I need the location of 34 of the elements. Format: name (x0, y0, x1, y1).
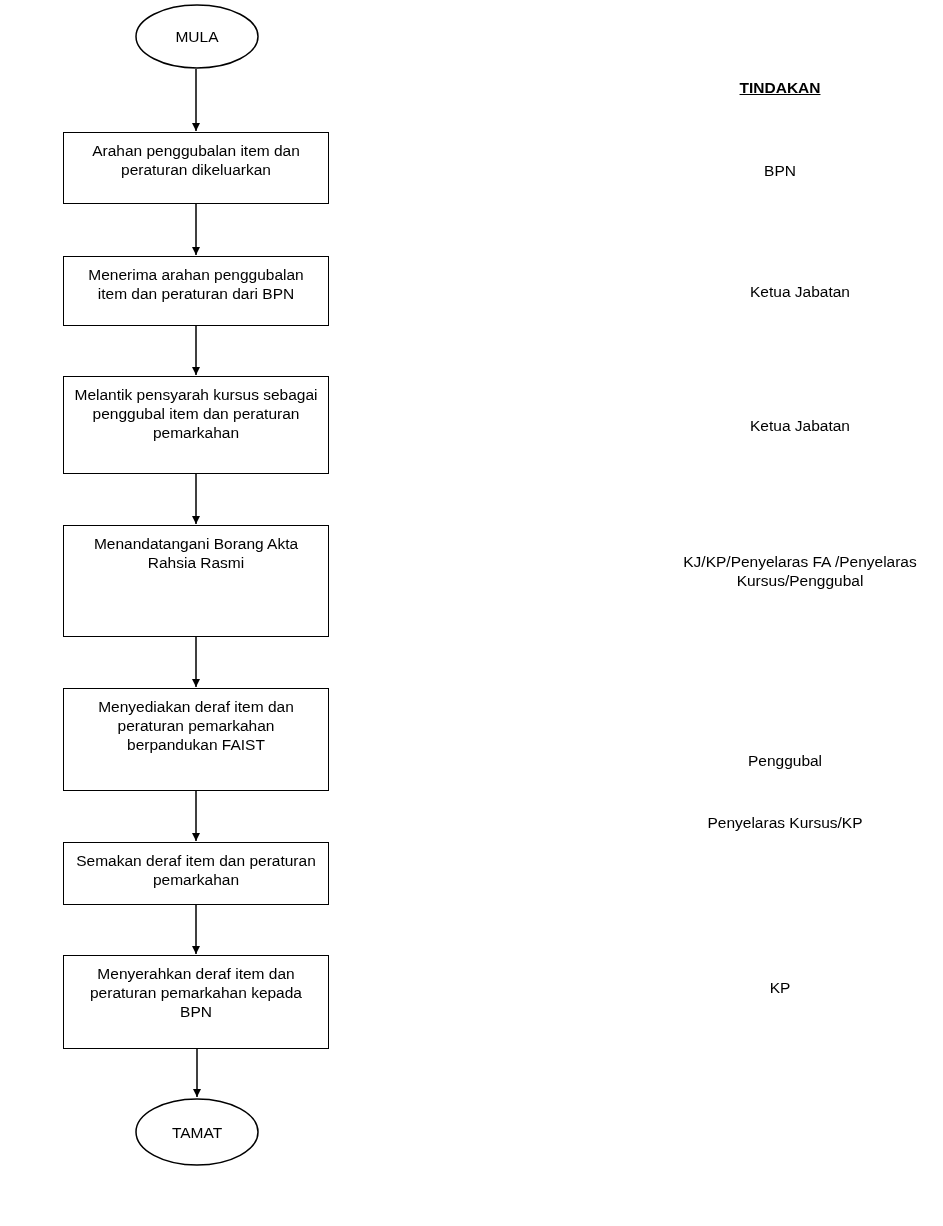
step-text: Menyediakan deraf item dan peraturan pemarkahan berpandukan FAIST (97, 697, 295, 755)
action-text: Penyelaras Kursus/KP (706, 813, 864, 832)
step-text: Menerima arahan penggubalan item dan peraturan dari BPN (87, 265, 305, 304)
end-oval (135, 1098, 259, 1166)
action-text: Ketua Jabatan (749, 282, 851, 301)
process-box (63, 256, 329, 326)
arrow (192, 68, 200, 132)
arrow (192, 636, 200, 688)
arrow (192, 203, 200, 256)
process-box (63, 842, 329, 905)
start-oval (135, 4, 259, 69)
step-text: Arahan penggubalan item dan peraturan dikeluarkan (91, 141, 301, 180)
step-text: Semakan deraf item dan peraturan pemarkahan (75, 851, 317, 890)
process-box (63, 955, 329, 1049)
action-text: BPN (763, 161, 797, 180)
arrow (192, 473, 200, 525)
step-text: TAMAT (171, 1122, 223, 1142)
action-text: Penggubal (746, 751, 824, 770)
step-text: MULA (175, 27, 219, 46)
column-heading: TINDAKAN (738, 78, 822, 97)
process-box (63, 132, 329, 204)
step-text: Menyerahkan deraf item dan peraturan pemarkahan kepada BPN (89, 964, 303, 1022)
process-box (63, 688, 329, 791)
process-box (63, 376, 329, 474)
arrow (193, 1048, 201, 1098)
arrow (192, 325, 200, 376)
action-text: KP (768, 978, 792, 997)
step-text: Menandatangani Borang Akta Rahsia Rasmi (92, 534, 300, 573)
process-box (63, 525, 329, 637)
action-text: Ketua Jabatan (749, 416, 851, 435)
arrow (192, 904, 200, 955)
arrow (192, 790, 200, 842)
step-text: Melantik pensyarah kursus sebagai penggubal item dan peraturan pemarkahan (74, 385, 318, 443)
action-text: KJ/KP/Penyelaras FA /Penyelaras Kursus/Penggubal (682, 552, 918, 590)
